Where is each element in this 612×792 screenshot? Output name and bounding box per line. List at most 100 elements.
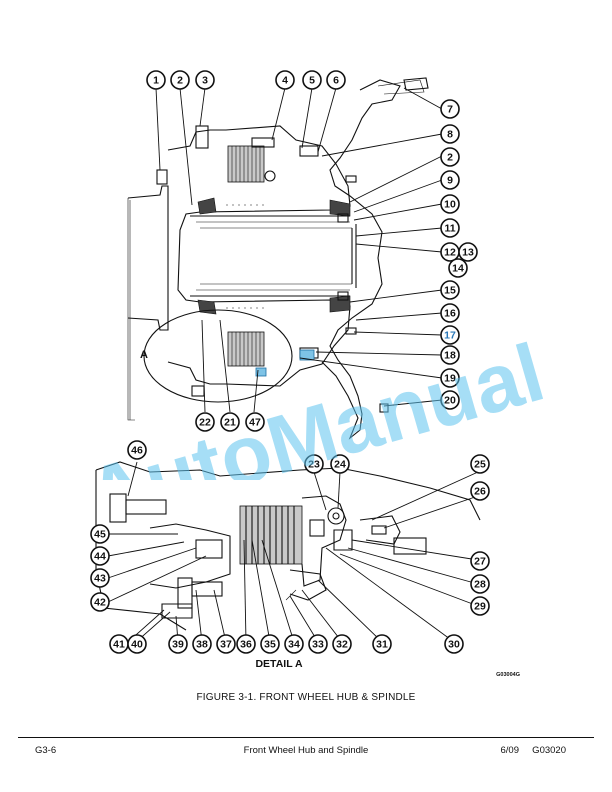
detail-callout-43: 43 [90, 568, 110, 588]
top-callout-label: 16 [444, 308, 456, 320]
detail-callout-23: 23 [304, 454, 324, 474]
detail-callout-46: 46 [127, 440, 147, 460]
top-callout-label: 47 [249, 417, 261, 429]
top-callout-label: 2 [447, 152, 453, 164]
detail-callout-label: 44 [94, 551, 106, 563]
top-callout-label: 15 [444, 285, 456, 297]
detail-a-circle [143, 309, 293, 403]
detail-callout-label: 42 [94, 597, 106, 609]
top-callout-label: 22 [199, 417, 211, 429]
top-callout-label: 6 [333, 75, 339, 87]
detail-callout-39: 39 [168, 634, 188, 654]
top-callout-11: 11 [440, 218, 460, 238]
detail-callout-label: 25 [474, 459, 486, 471]
top-callout-18: 18 [440, 345, 460, 365]
top-callout-21: 21 [220, 412, 240, 432]
detail-callout-29: 29 [470, 596, 490, 616]
detail-callout-label: 29 [474, 601, 486, 613]
leader-lines-top [155, 87, 443, 413]
figure-caption: FIGURE 3-1. FRONT WHEEL HUB & SPINDLE [196, 692, 416, 703]
top-callout-label: 11 [444, 223, 455, 235]
top-callout-13: 13 [458, 242, 478, 262]
top-callout-label: 8 [447, 129, 453, 141]
top-callout-label: 4 [282, 75, 288, 87]
top-callout-16: 16 [440, 303, 460, 323]
detail-callout-label: 34 [288, 639, 300, 651]
top-callout-label: 14 [452, 263, 464, 275]
top-callout-2: 2 [440, 147, 460, 167]
top-callout-label: 19 [444, 373, 456, 385]
detail-callout-27: 27 [470, 551, 490, 571]
footer-page-number: G3-6 [35, 745, 57, 756]
detail-callout-label: 27 [474, 556, 486, 568]
detail-callout-37: 37 [216, 634, 236, 654]
detail-callout-42: 42 [90, 592, 110, 612]
top-callout-9: 9 [440, 170, 460, 190]
detail-callout-label: 26 [474, 486, 486, 498]
detail-callout-36: 36 [236, 634, 256, 654]
top-callout-label: 7 [447, 104, 453, 116]
top-callout-label: 12 [444, 247, 456, 259]
figure-front-wheel-hub-spindle: A [90, 70, 520, 678]
detail-callout-label: 28 [474, 579, 486, 591]
top-callout-22: 22 [195, 412, 215, 432]
top-callout-7: 7 [440, 99, 460, 119]
detail-callout-25: 25 [470, 454, 490, 474]
leader-lines-detail [107, 461, 479, 643]
detail-callout-45: 45 [90, 524, 110, 544]
detail-callout-26: 26 [470, 481, 490, 501]
top-callout-label: 20 [444, 395, 456, 407]
detail-callout-44: 44 [90, 546, 110, 566]
detail-callout-label: 33 [312, 639, 324, 651]
hub-spindle-assembly-drawing: A [127, 77, 429, 440]
footer-title: Front Wheel Hub and Spindle [243, 745, 369, 756]
top-callout-label: 17 [444, 330, 456, 342]
footer-divider [18, 737, 594, 738]
detail-callout-label: 24 [334, 459, 346, 471]
top-callout-label: 3 [202, 75, 208, 87]
detail-callout-33: 33 [308, 634, 328, 654]
detail-callout-label: 46 [131, 445, 143, 457]
detail-callout-label: 41 [113, 639, 125, 651]
top-callout-10: 10 [440, 194, 460, 214]
footer-date-code: 6/09 G03020 [500, 745, 567, 756]
detail-callout-label: 23 [308, 459, 320, 471]
detail-callout-34: 34 [284, 634, 304, 654]
detail-brake-discs [245, 506, 295, 564]
top-callout-5: 5 [302, 70, 322, 90]
detail-callout-41: 41 [109, 634, 129, 654]
detail-callout-31: 31 [372, 634, 392, 654]
detail-marker: A [140, 349, 148, 361]
detail-a-label: DETAIL A [255, 658, 302, 670]
top-callout-1: 1 [146, 70, 166, 90]
detail-callout-label: 45 [94, 529, 106, 541]
detail-callout-label: 32 [336, 639, 348, 651]
top-callout-19: 19 [440, 368, 460, 388]
detail-callout-label: 31 [376, 639, 388, 651]
detail-callout-35: 35 [260, 634, 280, 654]
top-callout-12: 12 [440, 242, 460, 262]
top-callout-label: 18 [444, 350, 456, 362]
detail-callout-label: 35 [264, 639, 276, 651]
detail-callout-24: 24 [330, 454, 350, 474]
detail-callout-30: 30 [444, 634, 464, 654]
detail-callout-label: 39 [172, 639, 184, 651]
detail-callout-label: 37 [220, 639, 232, 651]
detail-callout-label: 38 [196, 639, 208, 651]
top-callout-label: 1 [153, 75, 159, 87]
detail-callout-label: 36 [240, 639, 252, 651]
detail-callout-32: 32 [332, 634, 352, 654]
detail-callout-40: 40 [127, 634, 147, 654]
detail-callout-38: 38 [192, 634, 212, 654]
top-callout-8: 8 [440, 124, 460, 144]
top-callout-3: 3 [195, 70, 215, 90]
detail-callout-label: 40 [131, 639, 143, 651]
detail-callout-label: 43 [94, 573, 106, 585]
top-callout-label: 10 [444, 199, 456, 211]
top-callout-47: 47 [245, 412, 265, 432]
top-callout-label: 13 [462, 247, 474, 259]
top-callout-14: 14 [448, 258, 468, 278]
top-callout-6: 6 [326, 70, 346, 90]
top-callout-label: 5 [309, 75, 315, 87]
